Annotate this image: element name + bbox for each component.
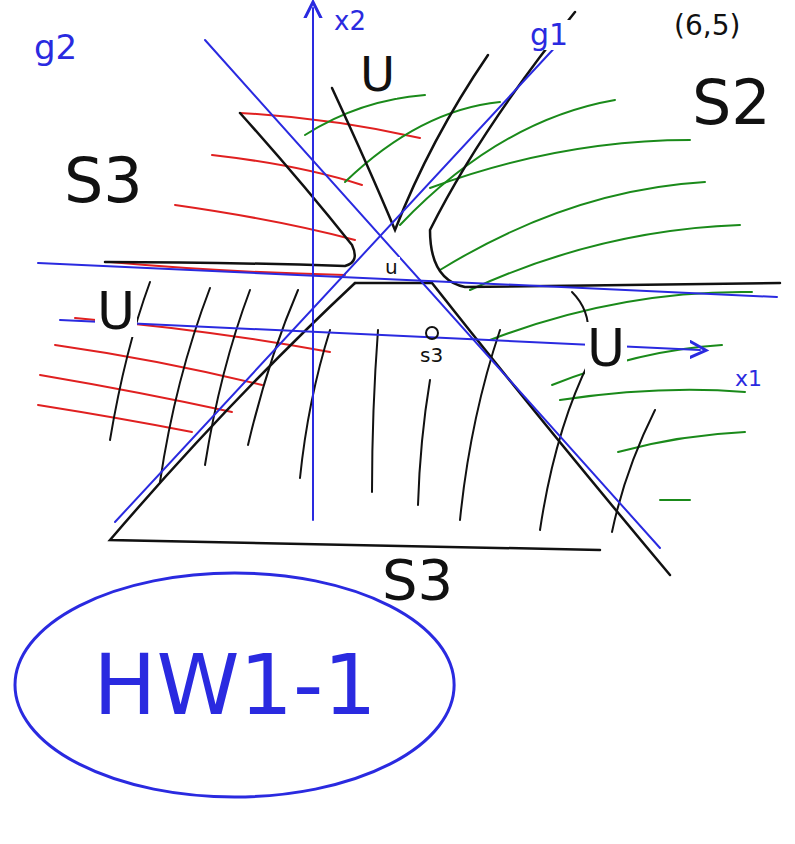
point-label: u: [383, 257, 400, 277]
region-label: S2: [690, 72, 773, 134]
region-label: U: [358, 50, 397, 98]
point-label: s3: [418, 345, 445, 365]
note-text: HW1-1: [93, 643, 376, 727]
line-label: g1: [528, 20, 570, 50]
region-label: S3: [62, 150, 145, 212]
ellipse-note: HW1-1: [12, 570, 457, 800]
axis-label: x2: [332, 8, 368, 34]
point-label: (6,5): [672, 12, 742, 40]
line-label: g2: [32, 30, 79, 64]
region-label: S3: [380, 552, 455, 608]
axis-label: x1: [733, 368, 764, 390]
region-label: U: [95, 285, 137, 337]
region-label: U: [585, 322, 627, 374]
